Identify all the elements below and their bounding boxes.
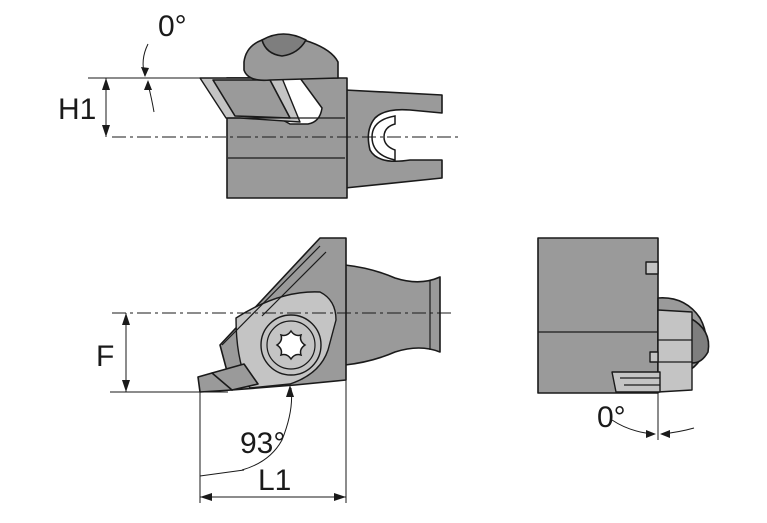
side-view-notch-top [645,261,659,275]
front-view: F 93° L1 [96,237,455,503]
l1-label: L1 [258,464,291,497]
side-view-insert-holder [657,309,693,393]
front-view-shank [344,264,441,366]
side-angle-label: 0° [597,401,626,434]
side-view: 0° [537,237,710,440]
top-view-jaw [344,89,443,189]
torx-icon [275,329,307,361]
front-view-insert-tip [211,363,259,391]
top-view: H1 0° [58,10,458,199]
top-view-clamp-screw [261,33,307,57]
insert-angle-label: 93° [240,427,285,460]
h1-label: H1 [58,93,96,126]
side-view-body [537,237,659,394]
top-view-jaw-hole [371,115,396,161]
side-view-insert [611,371,661,393]
top-angle-label: 0° [158,10,187,43]
f-label: F [96,340,114,373]
